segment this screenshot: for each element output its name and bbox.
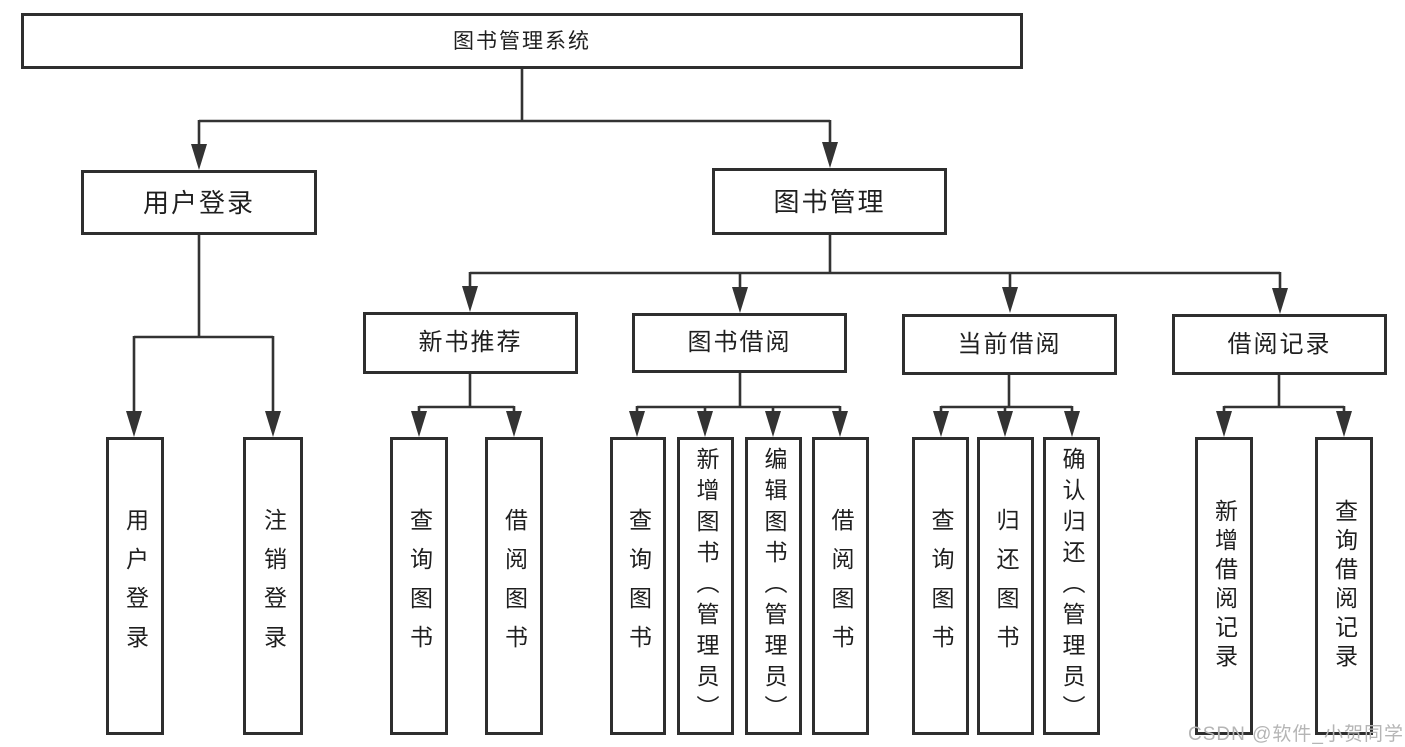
leaf-user-login: 用户登录 — [106, 437, 164, 735]
node-book-management: 图书管理 — [712, 168, 947, 235]
leaf-label: 借阅图书 — [828, 508, 854, 664]
leaf-edit-book-admin: 编辑图书（管理员） — [745, 437, 802, 735]
leaf-label: 查询图书 — [625, 508, 652, 664]
connector-stems — [134, 69, 1344, 409]
leaf-label: 新增图书（管理员） — [693, 446, 719, 726]
leaf-label: 借阅图书 — [501, 508, 528, 664]
leaf-query-book: 查询图书 — [390, 437, 448, 735]
leaf-query-book: 查询图书 — [610, 437, 666, 735]
node-label: 用户登录 — [142, 187, 255, 218]
node-current-borrowing: 当前借阅 — [902, 314, 1117, 375]
node-label: 借阅记录 — [1227, 330, 1332, 358]
leaf-query-book: 查询图书 — [912, 437, 969, 735]
leaf-label: 查询图书 — [406, 508, 433, 664]
node-label: 新书推荐 — [418, 329, 523, 356]
node-label: 图书借阅 — [687, 329, 792, 356]
leaf-logout: 注销登录 — [243, 437, 303, 735]
leaf-label: 注销登录 — [260, 508, 287, 664]
leaf-label: 确认归还（管理员） — [1059, 446, 1085, 726]
leaf-borrow-book: 借阅图书 — [485, 437, 543, 735]
node-library-management-system: 图书管理系统 — [21, 13, 1023, 69]
leaf-confirm-return-admin: 确认归还（管理员） — [1043, 437, 1100, 735]
node-user-login: 用户登录 — [81, 170, 317, 235]
leaf-add-borrow-record: 新增借阅记录 — [1195, 437, 1253, 735]
node-label: 图书管理 — [773, 186, 886, 217]
node-book-borrowing: 图书借阅 — [632, 313, 847, 373]
leaf-add-book-admin: 新增图书（管理员） — [677, 437, 734, 735]
node-new-book-recommend: 新书推荐 — [363, 312, 578, 374]
leaf-label: 归还图书 — [993, 508, 1019, 664]
leaf-label: 用户登录 — [122, 508, 149, 664]
leaf-borrow-book: 借阅图书 — [812, 437, 869, 735]
leaf-label: 编辑图书（管理员） — [761, 446, 787, 726]
node-label: 图书管理系统 — [453, 29, 591, 53]
connector-arrowheads — [126, 120, 1352, 437]
node-borrowing-records: 借阅记录 — [1172, 314, 1387, 375]
leaf-label: 查询借阅记录 — [1331, 499, 1358, 673]
node-label: 当前借阅 — [957, 330, 1062, 358]
leaf-return-book: 归还图书 — [977, 437, 1034, 735]
leaf-label: 查询图书 — [928, 508, 954, 664]
leaf-query-borrow-record: 查询借阅记录 — [1315, 437, 1373, 735]
leaf-label: 新增借阅记录 — [1211, 499, 1238, 673]
csdn-watermark: CSDN @软件_小贺同学 — [1188, 724, 1404, 745]
